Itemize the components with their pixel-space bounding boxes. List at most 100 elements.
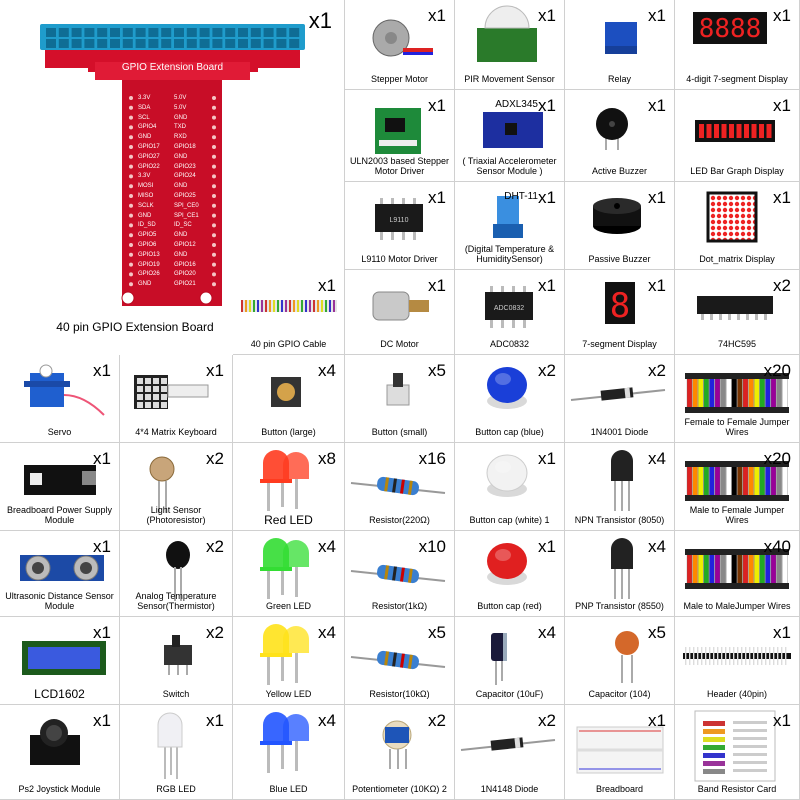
pin-label: GPIO19	[138, 261, 160, 268]
quantity: x1	[648, 96, 666, 115]
pin-label: SCL	[138, 114, 150, 121]
bargraph-image	[695, 120, 775, 142]
component-label: Analog Temperature Sensor(Thermistor)	[135, 591, 217, 611]
gpio-board-caption: 40 pin GPIO Extension Board	[56, 320, 214, 334]
pin-label: GPIO17	[138, 143, 160, 150]
quantity: x1	[206, 361, 224, 380]
quantity: x1	[93, 537, 111, 556]
res1k-image	[350, 564, 446, 584]
quantity: x20	[763, 449, 791, 468]
quantity: x2	[206, 623, 224, 642]
quantity: x1	[428, 96, 446, 115]
quantity: x1	[648, 711, 666, 730]
yellow-led-image	[260, 624, 309, 685]
cap-white-image	[486, 454, 528, 497]
pin-label: SDA	[138, 104, 151, 111]
pin-label: SPI_CE0	[174, 202, 199, 209]
quantity: x40	[763, 537, 791, 556]
quantity: x2	[538, 711, 556, 730]
quantity: x1	[538, 6, 556, 25]
gpio-header-label: GPIO Extension Board	[121, 62, 224, 73]
header-image	[683, 647, 791, 665]
jumper-ff-image	[685, 373, 789, 413]
btn-large-image	[271, 377, 301, 407]
adc-image: ADC0832	[485, 286, 533, 328]
stepper-image	[372, 19, 433, 57]
adxl-image	[483, 112, 543, 148]
svg-text:ADC0832: ADC0832	[494, 305, 524, 312]
pin-label: GND	[138, 134, 152, 141]
rgb-led-image	[157, 712, 183, 779]
component-label: Male to Female Jumper Wires	[689, 505, 785, 525]
quantity: x1	[428, 188, 446, 207]
pin-label: GPIO27	[138, 153, 160, 160]
quantity: x2	[206, 537, 224, 556]
pin-label: GPIO20	[174, 271, 196, 278]
component-label: ADC0832	[489, 339, 530, 349]
npn-image	[611, 450, 633, 511]
cable-image	[241, 300, 337, 312]
component-label: Red LED	[264, 513, 313, 527]
switch-image	[164, 635, 192, 675]
component-label: Potentiometer (10KΩ) 2	[352, 784, 447, 794]
svg-text:8: 8	[610, 286, 630, 326]
component-label: Capacitor (10uF)	[475, 689, 544, 699]
quantity: x4	[648, 537, 666, 556]
quantity: x1	[773, 623, 791, 642]
quantity: x1	[93, 711, 111, 730]
pin-label: GND	[138, 212, 152, 219]
component-label: LED Bar Graph Display	[690, 166, 784, 176]
component-label: Servo	[47, 427, 72, 437]
component-label: Band Resistor Card	[697, 784, 777, 794]
component-label: Resistor(220Ω)	[369, 515, 430, 525]
component-label: 1N4001 Diode	[590, 427, 649, 437]
component-label: 7-segment Display	[582, 339, 657, 349]
component-label: 40 pin GPIO Cable	[250, 339, 327, 349]
component-label: LCD1602	[34, 687, 85, 701]
pin-label: GPIO23	[174, 163, 196, 170]
cap10uf-image	[491, 633, 507, 685]
component-cell-cable: x1 40 pin GPIO Cable	[233, 270, 345, 355]
l9110-image: L9110	[375, 198, 423, 240]
pin-label: ID_SD	[138, 222, 156, 229]
pin-label: 5.0V	[174, 104, 187, 111]
pin-label: GPIO26	[138, 271, 160, 278]
component-label: Passive Buzzer	[588, 254, 651, 264]
component-label: Button cap (white) 1	[469, 515, 550, 525]
component-label: ( Triaxial Accelerometer Sensor Module )	[462, 156, 557, 176]
quantity: x4	[318, 537, 336, 556]
pin-label: GPIO12	[174, 241, 196, 248]
quantity: x1	[538, 276, 556, 295]
keypad-image	[134, 375, 209, 409]
component-label: Breadboard	[595, 784, 644, 794]
quantity: x1	[93, 449, 111, 468]
component-label: Ps2 Joystick Module	[18, 784, 101, 794]
quantity: x1	[428, 276, 446, 295]
component-label: DC Motor	[380, 339, 419, 349]
quantity: x4	[648, 449, 666, 468]
jumper-mm-image	[685, 549, 789, 589]
seg4-image: 8888	[693, 12, 767, 44]
rescard-image	[694, 710, 776, 782]
component-label: Stepper Motor	[370, 74, 429, 84]
quantity: x1	[318, 276, 336, 295]
